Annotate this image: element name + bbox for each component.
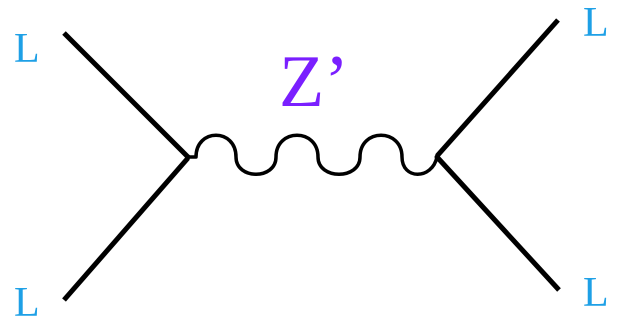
fermion-label-top-left: L (14, 26, 40, 72)
fermion-line-bottom-right (435, 155, 561, 292)
fermion-line-top-right (435, 18, 560, 158)
boson-propagator (188, 133, 439, 176)
fermion-line-top-left (62, 31, 190, 159)
boson-label: Z’ (279, 41, 349, 123)
fermion-label-bottom-left: L (14, 280, 40, 323)
fermion-label-top-right: L (583, 0, 609, 46)
fermion-label-bottom-right: L (583, 270, 609, 316)
fermion-line-bottom-left (62, 156, 190, 302)
